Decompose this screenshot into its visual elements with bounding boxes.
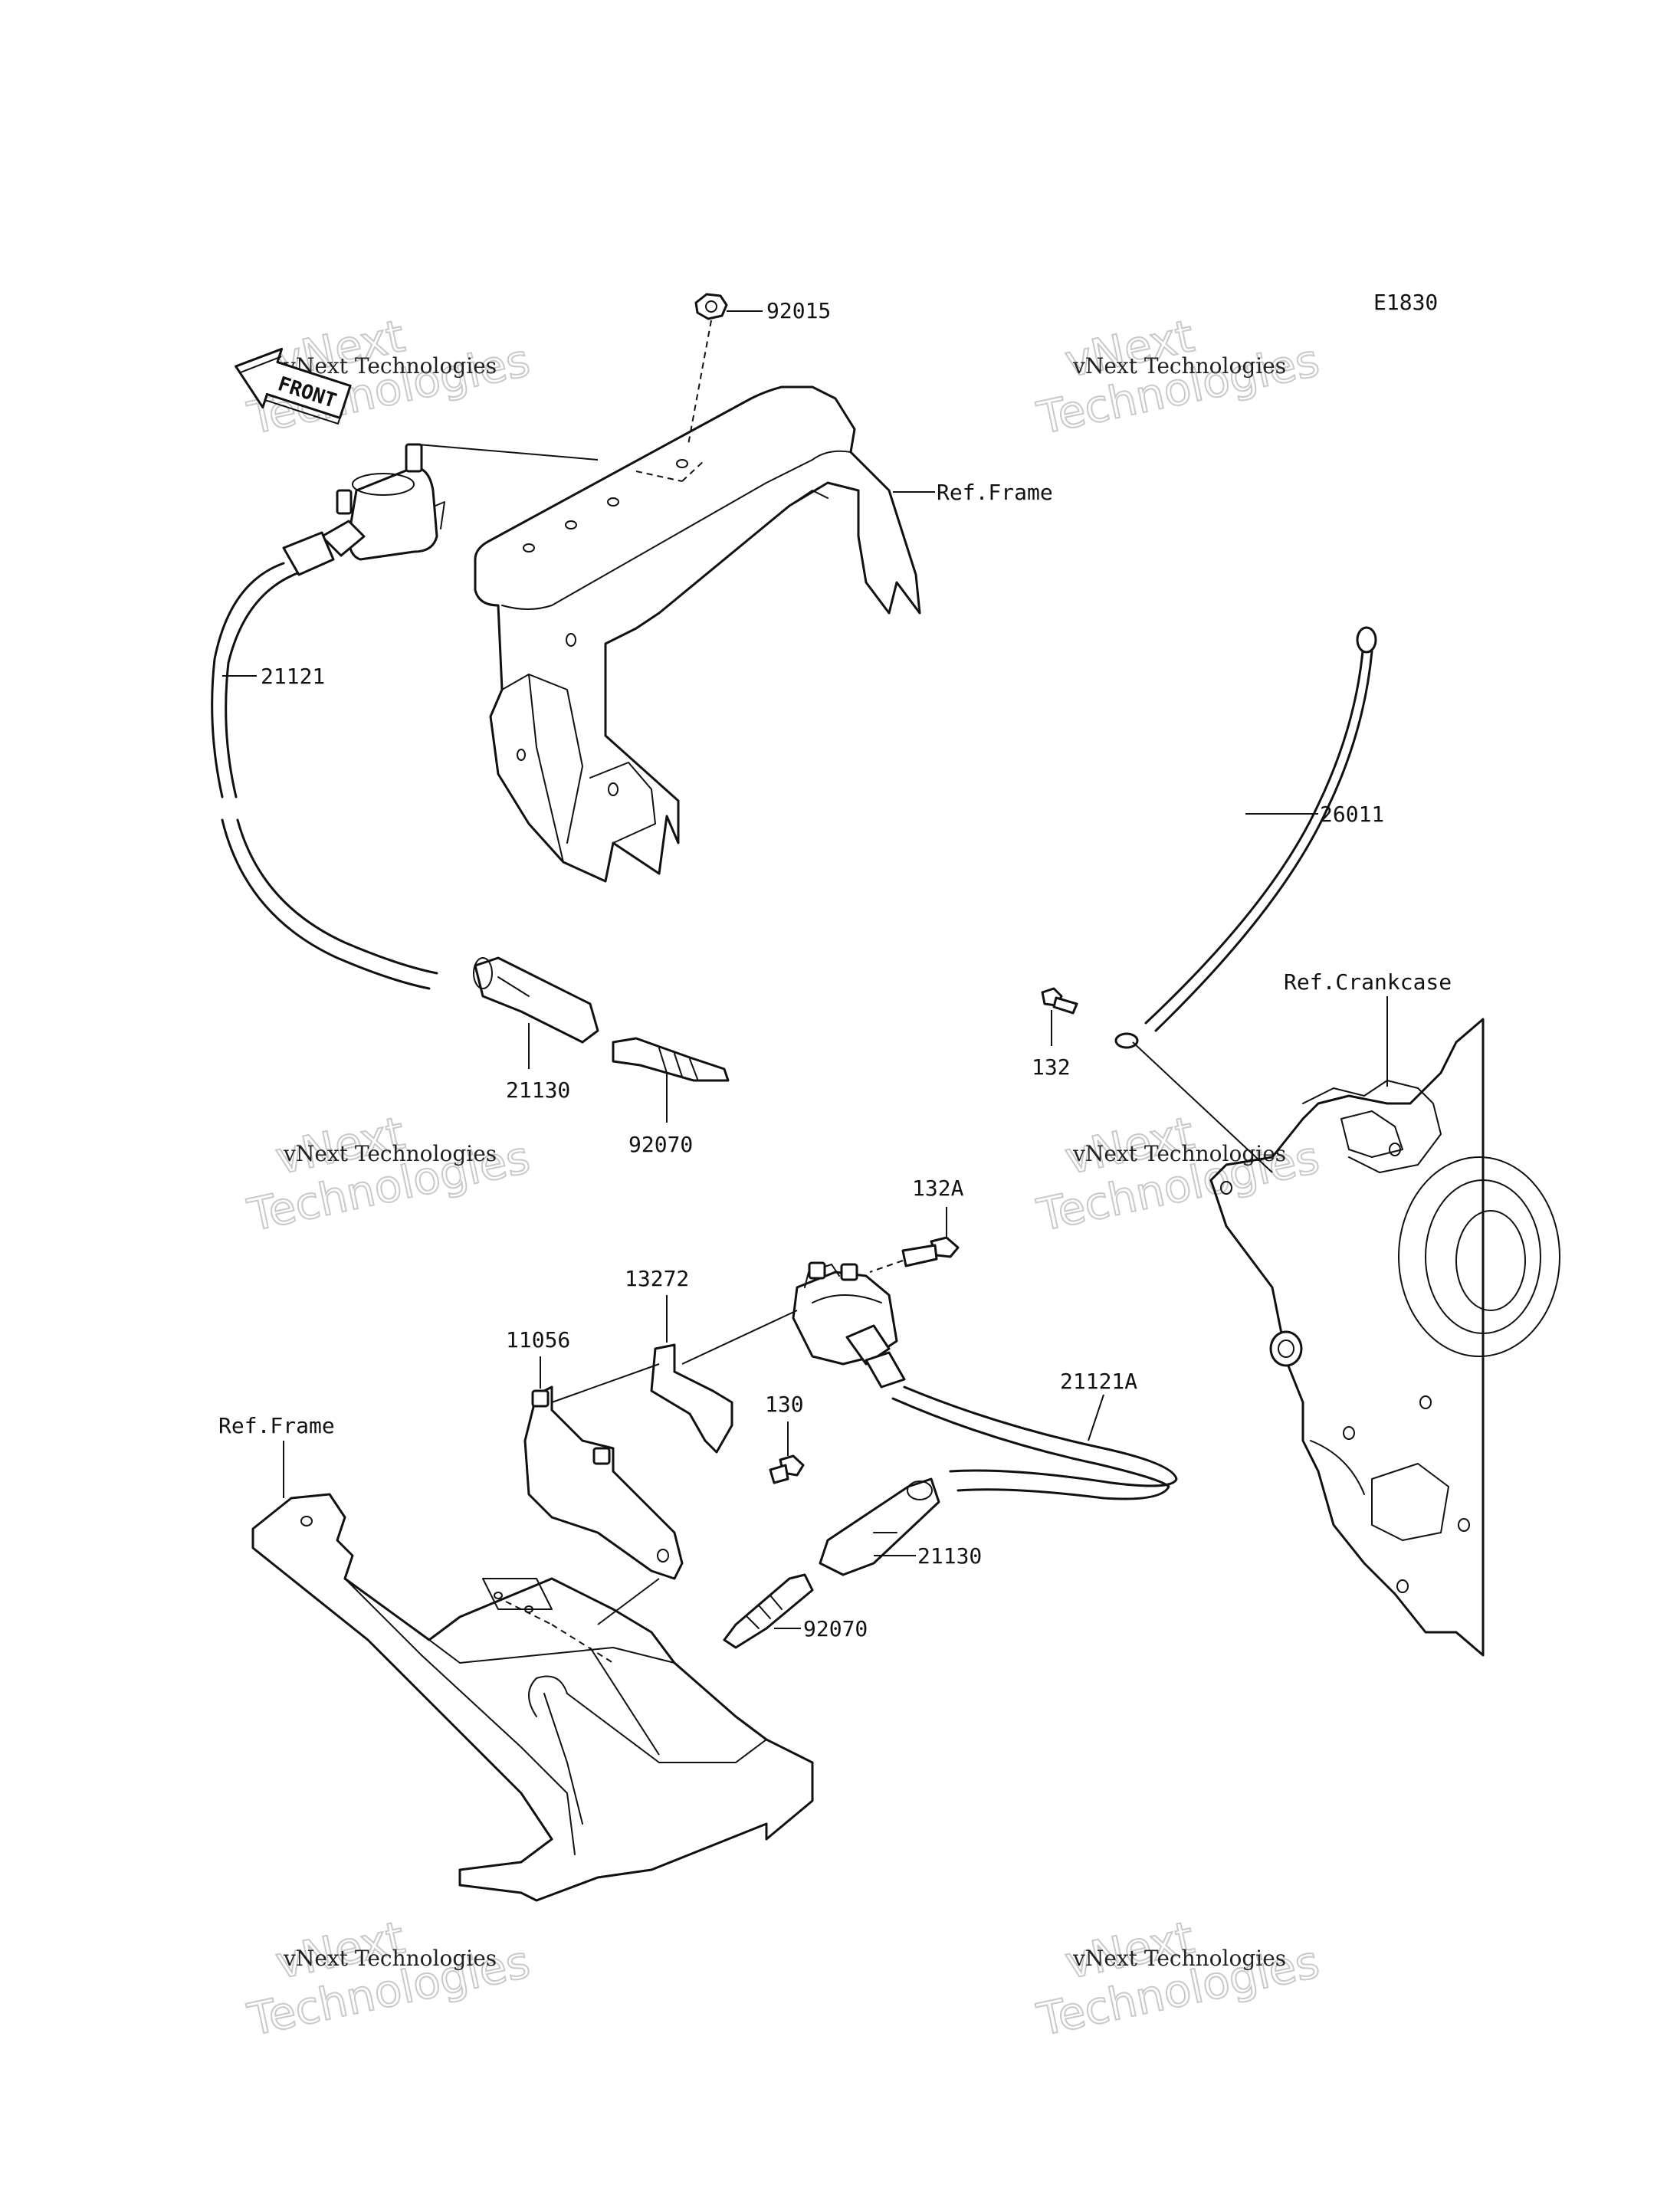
label-13272: 13272 <box>625 1266 689 1291</box>
nut-92015-icon <box>694 293 728 320</box>
diagram-code: E1830 <box>1373 290 1438 315</box>
ground-cable-26011 <box>1114 626 1377 1049</box>
front-arrow-icon: FRONT <box>235 347 352 425</box>
label-11056: 11056 <box>506 1327 570 1353</box>
label-21121A: 21121A <box>1060 1369 1137 1394</box>
label-ref-crankcase: Ref.Crankcase <box>1284 969 1452 995</box>
leader-21121A <box>1088 1394 1104 1441</box>
bolt-130-icon <box>769 1421 805 1484</box>
watermark-caption: vNext Technologies <box>1072 1141 1286 1166</box>
watermark-caption: vNext Technologies <box>283 1946 497 1971</box>
spark-plug-92070-top <box>612 1037 730 1123</box>
watermark-caption: vNext Technologies <box>1072 353 1286 379</box>
bracket-13272 <box>650 1295 733 1454</box>
bolt-132-icon <box>1041 987 1078 1046</box>
watermark-caption: vNext Technologies <box>283 1141 497 1166</box>
ignition-coil-bottom <box>681 1261 906 1389</box>
top-frame-bracket <box>474 385 921 883</box>
label-92070-top: 92070 <box>628 1132 693 1157</box>
label-92070-bottom: 92070 <box>803 1616 868 1641</box>
label-130: 130 <box>765 1392 804 1417</box>
crankcase <box>1209 1018 1560 1657</box>
label-132A: 132A <box>912 1176 964 1201</box>
label-ref-frame-bottom: Ref.Frame <box>218 1413 335 1438</box>
plug-cap-21130-top <box>473 956 599 1069</box>
cable-21121A <box>903 1385 1178 1487</box>
bolt-132A-icon <box>869 1207 960 1273</box>
plug-cap-21130-bottom <box>819 1477 940 1576</box>
bracket-11056 <box>523 1356 684 1625</box>
label-21130-top: 21130 <box>506 1077 570 1103</box>
label-21130-bottom: 21130 <box>917 1543 982 1569</box>
label-21121: 21121 <box>261 664 325 689</box>
bottom-frame <box>251 1493 814 1902</box>
ignition-coil-top <box>282 443 599 576</box>
label-92015: 92015 <box>766 298 831 323</box>
cable-21121 <box>211 562 285 798</box>
spark-plug-92070-bottom <box>723 1573 814 1649</box>
label-132: 132 <box>1032 1054 1071 1080</box>
label-ref-frame-top: Ref.Frame <box>937 480 1053 505</box>
label-26011: 26011 <box>1320 802 1384 827</box>
watermark-caption: vNext Technologies <box>1072 1946 1286 1971</box>
